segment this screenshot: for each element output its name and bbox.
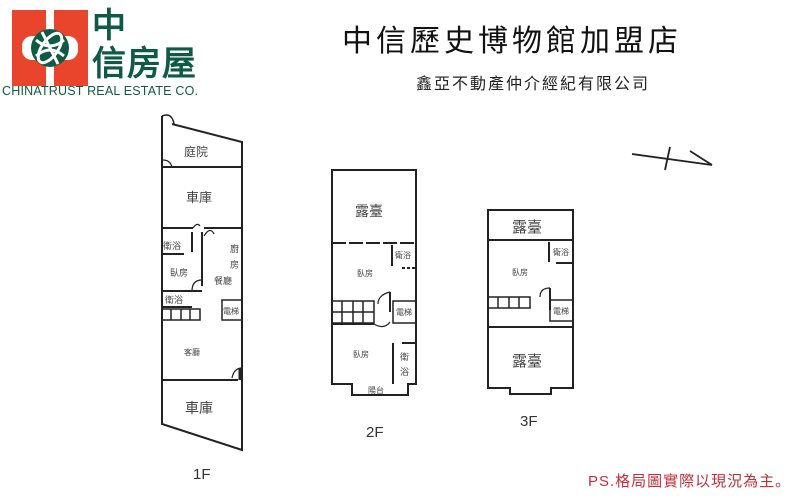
room-living: 客廳 (184, 347, 200, 357)
logo-mark-icon (12, 10, 88, 86)
logo-brand-en: CHINATRUST REAL ESTATE CO. (2, 84, 199, 98)
room-bedroom-top: 臥房 (357, 268, 373, 278)
page-title: 中信歷史博物館加盟店 (342, 24, 682, 59)
room-dining: 餐廳 (214, 275, 232, 287)
room-bath-bottom-2: 浴 (400, 367, 409, 378)
room-terrace-bottom: 露臺 (512, 352, 542, 370)
logo-brand-cn-1: 中 (92, 6, 126, 46)
floor-label-1f: 1F (193, 466, 211, 483)
room-kitchen-1: 廚 (230, 243, 239, 255)
room-elevator: 電梯 (223, 306, 239, 316)
room-bath-3f: 衛浴 (553, 247, 569, 257)
disclaimer-note: PS.格局圖實際以現況為主。 (588, 473, 792, 490)
company-logo: 中 信房屋 CHINATRUST REAL ESTATE CO. (2, 6, 198, 98)
room-bath-2: 衛浴 (165, 294, 183, 306)
room-bath-bottom-1: 衛 (400, 351, 409, 363)
floor-1f-plan: 庭院 車庫 衛浴 廚 房 臥房 餐廳 衛浴 電梯 客廳 車庫 (161, 114, 243, 452)
floor-label-2f: 2F (366, 424, 384, 441)
floor-3f-plan: 露臺 衛浴 臥房 電梯 露臺 (487, 209, 574, 395)
room-bath-top: 衛浴 (395, 250, 411, 260)
room-bath-1: 衛浴 (163, 240, 181, 252)
north-arrow-icon (631, 146, 713, 171)
room-garage-top: 車庫 (186, 191, 212, 206)
room-bedroom: 臥房 (170, 267, 188, 279)
room-elevator-3f: 電梯 (553, 306, 569, 316)
room-bedroom-3f: 臥房 (512, 267, 528, 277)
company-subtitle: 鑫亞不動產仲介經紀有限公司 (416, 74, 651, 93)
room-garage-bottom: 車庫 (185, 400, 213, 417)
room-bedroom-bottom: 臥房 (353, 349, 369, 359)
room-kitchen-2: 房 (230, 259, 239, 271)
floor-label-3f: 3F (520, 413, 538, 430)
room-elevator-2f: 電梯 (396, 307, 412, 317)
room-courtyard: 庭院 (184, 144, 208, 159)
room-terrace-top: 露臺 (512, 218, 542, 236)
logo-brand-cn-2: 信房屋 (92, 44, 197, 84)
floor-2f-plan: 露臺 衛浴 臥房 電梯 臥房 衛 浴 陽台 (331, 169, 417, 396)
room-balcony: 陽台 (368, 385, 384, 395)
room-terrace: 露臺 (355, 204, 383, 220)
